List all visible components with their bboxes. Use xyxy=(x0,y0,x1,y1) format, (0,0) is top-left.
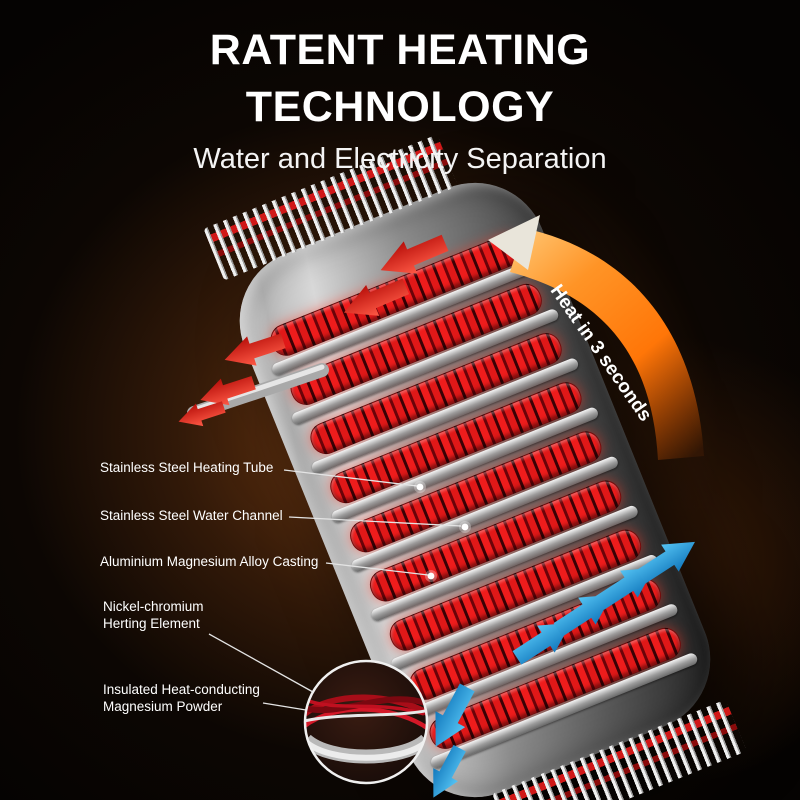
title-line-2: TECHNOLOGY xyxy=(245,83,555,131)
callout-magnesium-powder: Insulated Heat-conducting Magnesium Powd… xyxy=(103,681,260,715)
callout-heating-element-line2: Herting Element xyxy=(103,616,200,631)
callout-water-channel-text: Stainless Steel Water Channel xyxy=(100,508,283,523)
heater-block xyxy=(203,134,747,800)
callout-magnesium-powder-line1: Insulated Heat-conducting xyxy=(103,682,260,697)
callout-alloy-casting: Aluminium Magnesium Alloy Casting xyxy=(100,553,318,570)
callout-heating-element: Nickel-chromium Herting Element xyxy=(103,598,204,632)
callout-alloy-casting-text: Aluminium Magnesium Alloy Casting xyxy=(100,554,319,569)
heating-rows xyxy=(266,230,686,754)
header: RATENT HEATING TECHNOLOGY Water and Elec… xyxy=(0,22,800,176)
subtitle: Water and Electricity Separation xyxy=(193,143,607,175)
callout-heating-element-line1: Nickel-chromium xyxy=(103,599,204,614)
title-line-1: RATENT HEATING xyxy=(209,26,591,74)
callout-heating-tube-text: Stainless Steel Heating Tube xyxy=(100,460,274,475)
callout-water-channel: Stainless Steel Water Channel xyxy=(100,507,283,524)
callout-heating-tube: Stainless Steel Heating Tube xyxy=(100,459,273,476)
callout-magnesium-powder-line2: Magnesium Powder xyxy=(103,699,223,714)
